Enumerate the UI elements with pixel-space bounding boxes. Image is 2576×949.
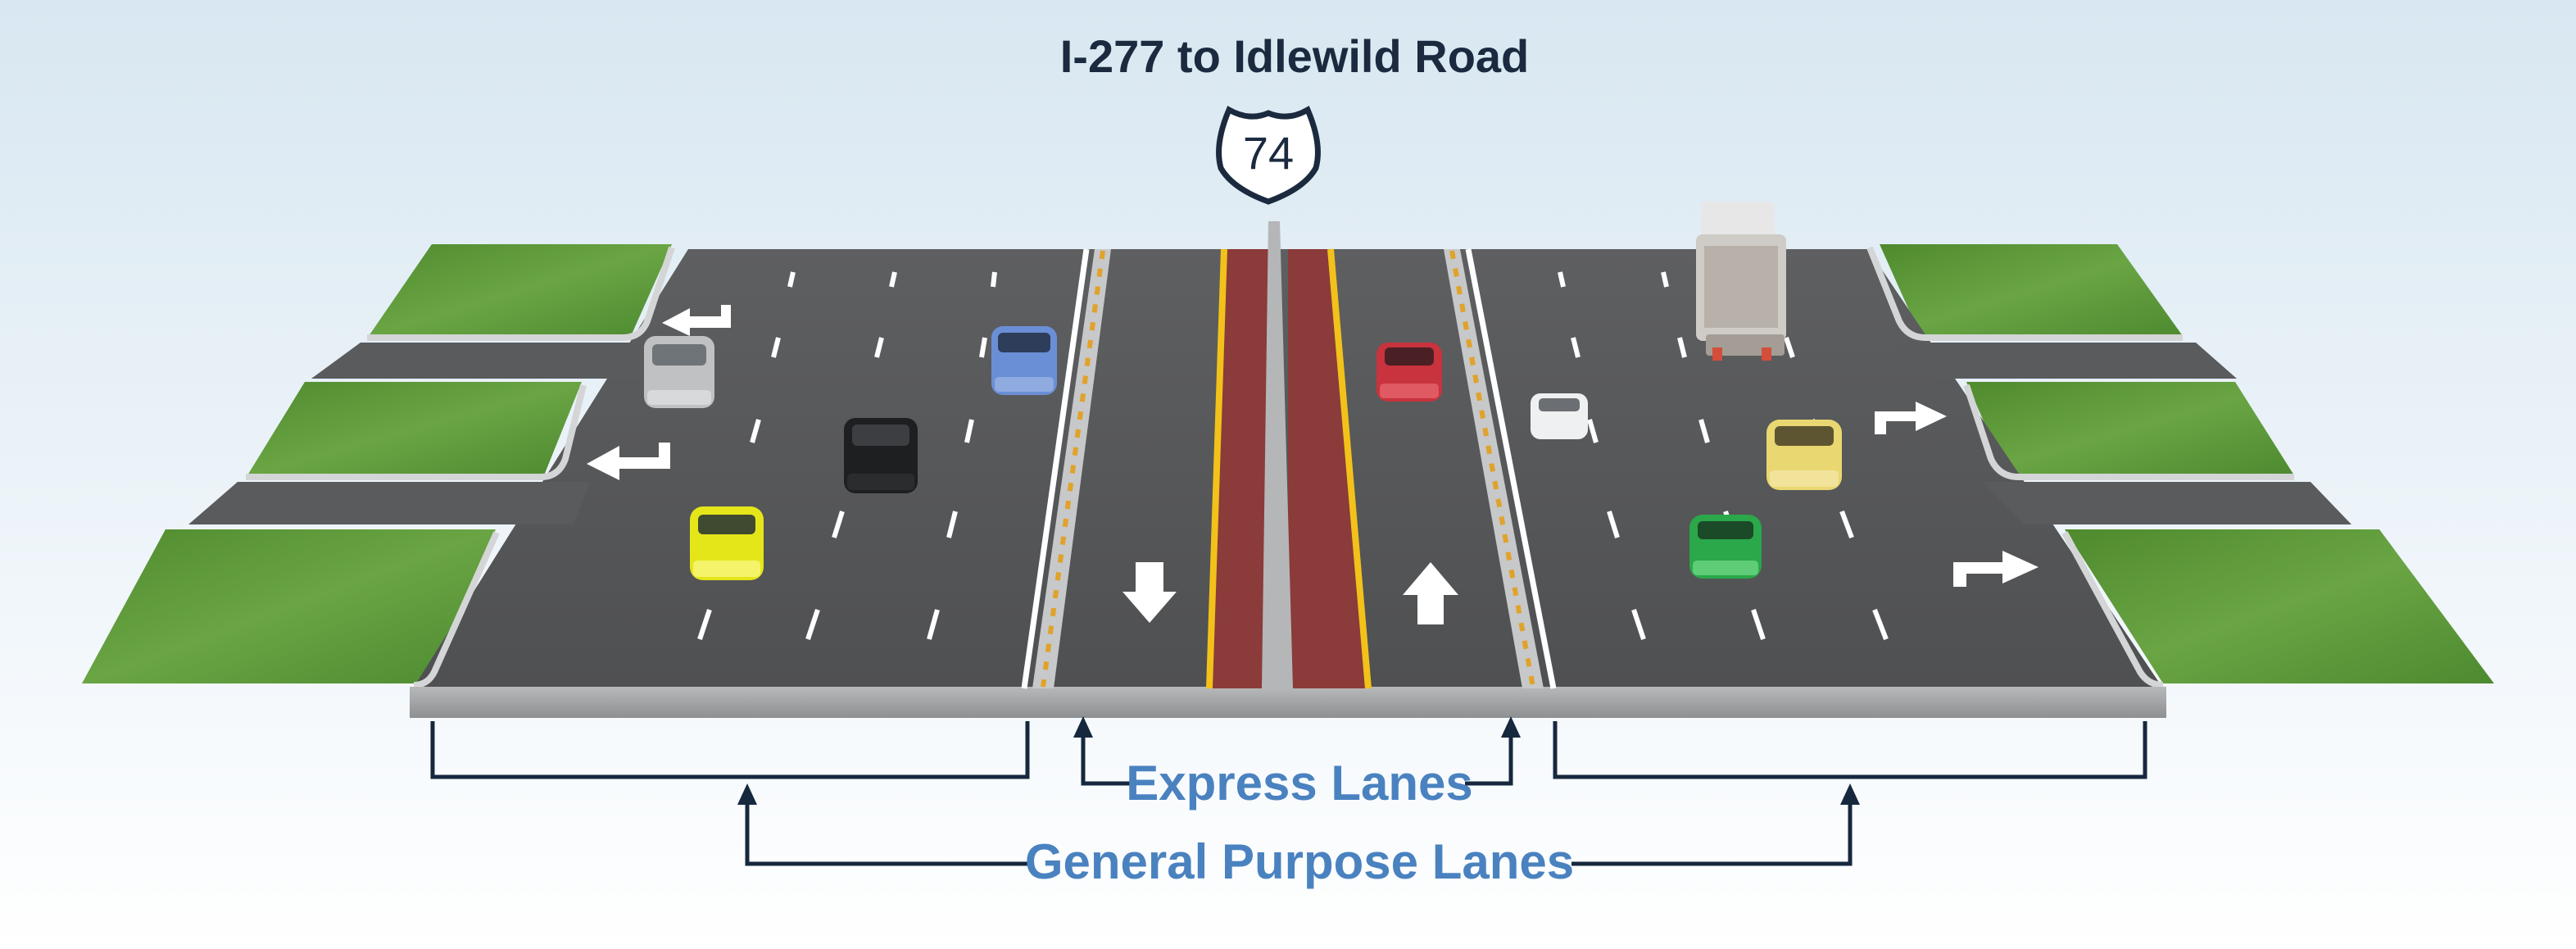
grass-patch-right-middle	[1966, 382, 2294, 475]
curb-left-bottom	[413, 531, 500, 688]
turn-right-arrow-icon	[1953, 551, 2039, 587]
car-icon	[644, 336, 714, 408]
left-delineator-posts	[1041, 250, 1105, 688]
curb-left-middle	[246, 384, 587, 480]
car-icon	[844, 418, 918, 493]
turn-left-arrow-icon	[587, 443, 670, 480]
right-delineator-posts	[1449, 250, 1535, 688]
general-lanes-bracket	[430, 721, 2147, 866]
grass-patch-right-top	[1880, 244, 2183, 336]
us-route-shield-icon: 74	[1216, 105, 1321, 205]
bracket-arrowheads	[737, 716, 1860, 805]
express-lanes-label: Express Lanes	[1126, 756, 1473, 811]
car-icon	[991, 326, 1057, 395]
grass-patch-left-bottom	[82, 529, 496, 683]
turn-right-arrow-icon	[1875, 402, 1947, 434]
turn-left-arrow-icon	[662, 305, 731, 336]
car-icon	[1376, 343, 1442, 402]
cross-street-right-lower	[1983, 482, 2352, 524]
curb-right-bottom	[2061, 531, 2164, 688]
left-general-bracket	[430, 721, 1030, 779]
down-arrow-icon	[1122, 562, 1177, 623]
yellow-line-left	[1206, 248, 1227, 689]
right-general-bracket	[1553, 721, 2147, 779]
car-icon	[1689, 515, 1762, 579]
express-right-pointer	[1465, 724, 1513, 786]
arrowhead-general-right	[1840, 783, 1860, 805]
cross-street-right-upper	[1893, 343, 2237, 379]
arrowhead-general-left	[737, 783, 757, 805]
express-lanes-bracket	[1081, 724, 1513, 786]
center-concrete-barrier	[1262, 221, 1293, 688]
general-connector-line-right	[1571, 793, 1853, 866]
arrowhead-express-left	[1073, 716, 1093, 738]
grass-patch-left-middle	[247, 382, 582, 475]
curb-right-middle	[1963, 384, 2294, 480]
cross-street-left-lower	[188, 482, 590, 524]
car-icon	[1531, 393, 1588, 439]
grass-patch-left-top	[369, 244, 672, 336]
route-number: 74	[1243, 127, 1294, 179]
arrowhead-express-right	[1501, 716, 1521, 738]
median-red-right	[1288, 249, 1367, 688]
up-arrow-icon	[1403, 562, 1458, 624]
express-lanes-median	[1021, 221, 1557, 689]
general-purpose-lanes-label: General Purpose Lanes	[1025, 834, 1574, 889]
dump-truck-icon	[1696, 202, 1786, 361]
curb-right-top	[1866, 246, 2183, 341]
car-icon	[690, 506, 764, 580]
diagram-title: I-277 to Idlewild Road	[1060, 30, 1530, 82]
road-front-edge	[410, 687, 2166, 718]
white-edge-right	[1465, 248, 1557, 689]
general-connector-line	[745, 793, 1029, 866]
white-edge-left	[1021, 248, 1090, 689]
curb-left-top	[367, 246, 675, 341]
grass-corners	[82, 244, 2494, 683]
grass-patch-right-bottom	[2065, 529, 2494, 683]
yellow-line-right	[1327, 248, 1372, 689]
express-left-pointer	[1081, 724, 1132, 786]
car-icon	[1766, 420, 1842, 490]
cross-street-left-upper	[311, 343, 672, 379]
median-red-left	[1211, 249, 1268, 688]
